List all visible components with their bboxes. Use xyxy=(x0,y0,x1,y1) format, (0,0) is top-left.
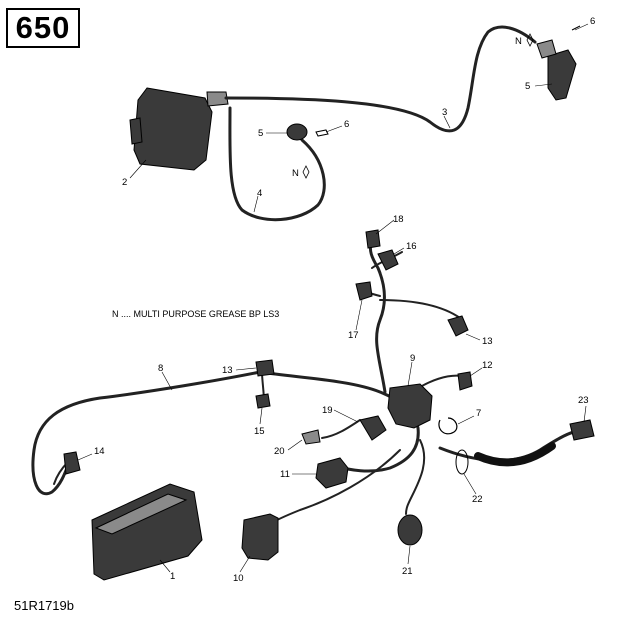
junction-block-9 xyxy=(387,383,433,429)
main-harness-8 xyxy=(31,370,262,496)
callout-15: 15 xyxy=(254,426,265,437)
callout-7: 7 xyxy=(476,408,481,419)
ignition-coil xyxy=(129,87,229,171)
callout-2: 2 xyxy=(122,177,127,188)
callout-4: 4 xyxy=(257,188,262,199)
callout-18: 18 xyxy=(393,214,404,225)
callout-9: 9 xyxy=(410,353,415,364)
leader-lines xyxy=(77,23,589,573)
grease-letter-b: N xyxy=(292,168,299,179)
protective-sleeve xyxy=(474,442,556,467)
connector-16 xyxy=(377,249,399,271)
connector-14 xyxy=(63,451,81,475)
harness-upper-branch xyxy=(368,238,387,394)
high-tension-cable-4 xyxy=(228,106,326,222)
connector-12 xyxy=(457,371,473,391)
harness-branch-13-upper xyxy=(379,299,461,319)
spark-plug-cap-5-right xyxy=(536,39,577,101)
sensor-21 xyxy=(397,514,423,546)
callout-16: 16 xyxy=(406,241,417,252)
callout-12: 12 xyxy=(482,360,493,371)
engine-model-badge: 650 xyxy=(6,8,80,48)
diagram-reference-code: 51R1719b xyxy=(14,598,74,613)
callout-8: 8 xyxy=(158,363,163,374)
connector-17 xyxy=(355,281,373,301)
callout-3: 3 xyxy=(442,107,447,118)
grease-symbol-b xyxy=(302,165,310,179)
connector-15 xyxy=(255,393,271,409)
spring-clip-6-left xyxy=(315,129,329,137)
spring-clip-6-right xyxy=(571,25,581,31)
callout-17: 17 xyxy=(348,330,359,341)
callout-5-left: 5 xyxy=(258,128,263,139)
callout-13-left: 13 xyxy=(222,365,233,376)
grease-letter-a: N xyxy=(515,36,522,47)
callout-6-right: 6 xyxy=(590,16,595,27)
callout-20: 20 xyxy=(274,446,285,457)
callout-14: 14 xyxy=(94,446,105,457)
callout-19: 19 xyxy=(322,405,333,416)
cable-tie-22 xyxy=(455,449,469,475)
callout-22: 22 xyxy=(472,494,483,505)
connector-18 xyxy=(365,229,381,249)
grease-symbol-a xyxy=(526,33,534,47)
connector-11 xyxy=(315,457,349,489)
grease-note: N .... MULTI PURPOSE GREASE BP LS3 xyxy=(112,309,280,319)
callout-11: 11 xyxy=(280,469,290,480)
high-tension-cable-3 xyxy=(224,25,537,133)
connector-19 xyxy=(359,415,387,441)
callout-23: 23 xyxy=(578,395,589,406)
callout-10: 10 xyxy=(233,573,244,584)
spark-plug-cap-5-left xyxy=(286,123,308,141)
callout-numbers: 1 2 3 4 5 5 6 6 7 8 9 10 11 12 13 13 14 … xyxy=(94,16,595,584)
harness-branch-21 xyxy=(405,439,426,515)
connector-23 xyxy=(569,419,595,441)
ecm-module-1 xyxy=(91,483,203,581)
connector-13-left xyxy=(255,359,275,377)
callout-13-right: 13 xyxy=(482,336,493,347)
callout-6-left: 6 xyxy=(344,119,349,130)
connector-10 xyxy=(241,513,279,561)
callout-5-right: 5 xyxy=(525,81,530,92)
clip-7 xyxy=(438,417,458,435)
ground-lug-20 xyxy=(301,429,321,445)
connector-13-right xyxy=(447,315,469,337)
harness-branch-19 xyxy=(321,419,361,439)
callout-21: 21 xyxy=(402,566,413,577)
callout-1: 1 xyxy=(170,571,175,582)
